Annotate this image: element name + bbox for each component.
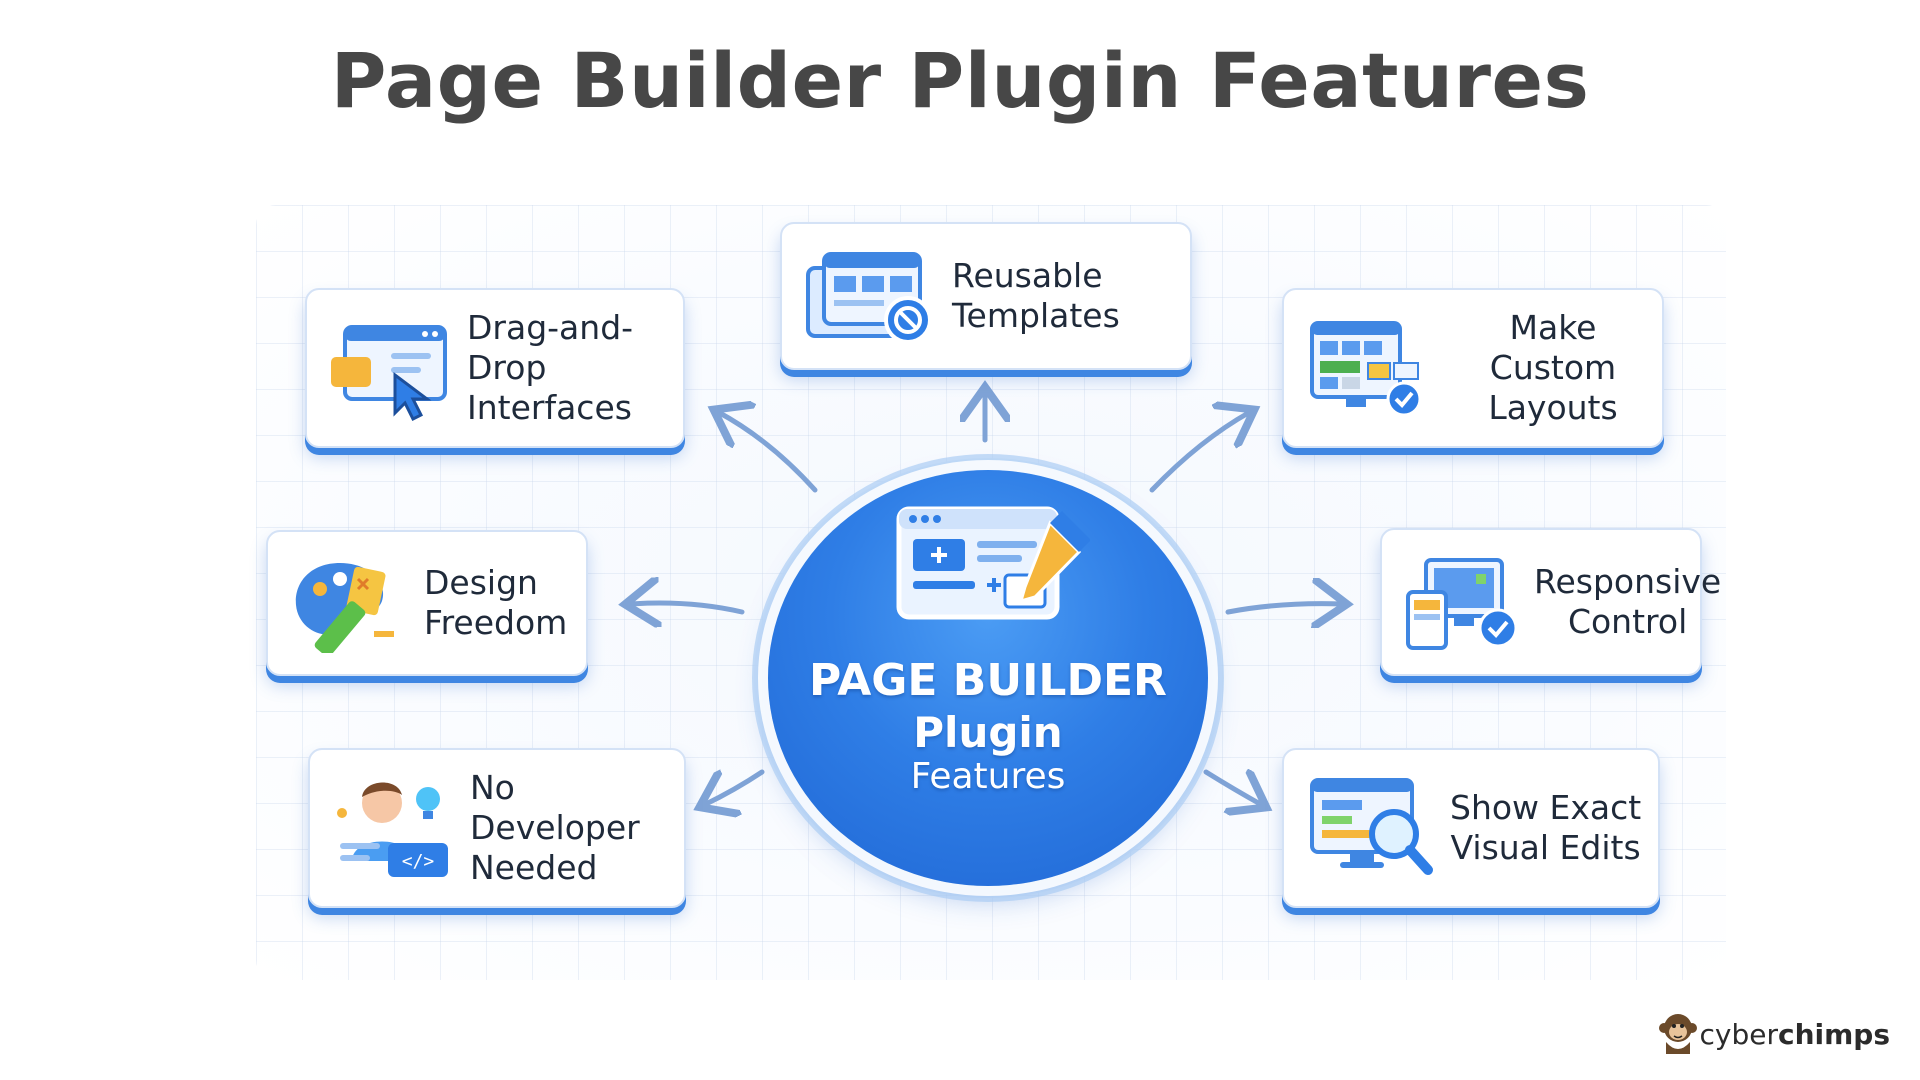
feature-card-custom-layouts: Make Custom Layouts [1282, 288, 1664, 448]
feature-label-responsive: Responsive Control [1534, 562, 1722, 641]
feature-card-templates: Reusable Templates [780, 222, 1192, 370]
page-title: Page Builder Plugin Features [330, 36, 1590, 125]
feature-label-no-developer: No Developer Needed [470, 768, 640, 887]
responsive-devices-icon [1406, 558, 1518, 650]
design-palette-icon [295, 563, 394, 653]
feature-label-templates: Reusable Templates [952, 256, 1120, 335]
reusable-templates-icon [806, 252, 932, 344]
feature-card-drag-drop: Drag-and- Drop Interfaces [305, 288, 685, 448]
hub-title-line2: Plugin [913, 708, 1063, 757]
visual-edits-magnifier-icon [1310, 778, 1433, 875]
hub-title-line1: PAGE BUILDER [809, 655, 1167, 706]
drag-drop-cursor-icon [331, 325, 447, 422]
feature-card-responsive: Responsive Control [1380, 528, 1721, 676]
chimp-mascot-icon [1658, 1014, 1697, 1054]
feature-card-visual-edits: Show Exact Visual Edits [1282, 748, 1660, 908]
feature-card-no-developer: </> No Developer Needed [308, 748, 686, 908]
custom-layouts-icon [1310, 321, 1422, 417]
hub-title-line3: Features [910, 756, 1066, 797]
page-builder-editor-icon [896, 506, 1090, 620]
developer-person-icon: </> [337, 782, 448, 877]
feature-card-design-freedom: Design Freedom [266, 530, 588, 676]
feature-label-design-freedom: Design Freedom [424, 563, 568, 642]
brand-name-light: cyber [1699, 1017, 1778, 1051]
svg-text:</>: </> [402, 851, 435, 872]
brand-name-bold: chimps [1777, 1017, 1890, 1051]
feature-label-custom-layouts: Make Custom Layouts [1488, 308, 1618, 427]
feature-label-visual-edits: Show Exact Visual Edits [1450, 788, 1642, 867]
feature-label-drag-drop: Drag-and- Drop Interfaces [467, 308, 634, 427]
